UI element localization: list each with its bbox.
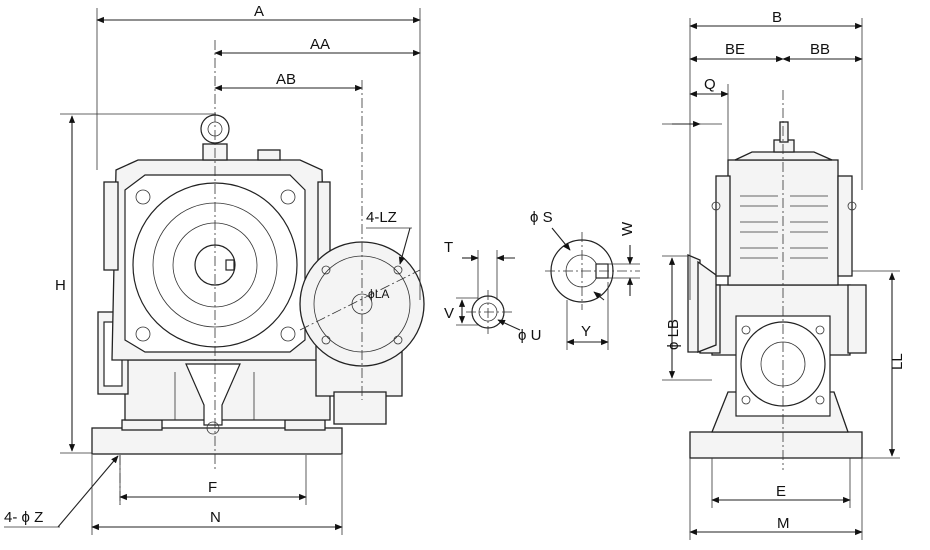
dim-LZ: 4-LZ <box>366 209 397 226</box>
dim-W: W <box>619 221 636 236</box>
dim-B: B <box>772 9 782 26</box>
dim-Y: Y <box>581 323 591 340</box>
dim-BE: BE <box>725 41 745 58</box>
shaft-detail-small: T V ϕ U <box>444 239 541 344</box>
dim-T: T <box>444 239 453 256</box>
side-dimensions: B BE BB Q ϕ LB LL E M <box>662 9 906 540</box>
dim-Q: Q <box>704 76 716 93</box>
dim-F: F <box>208 479 217 496</box>
dim-LL: LL <box>889 353 906 370</box>
front-view <box>91 40 425 505</box>
side-view <box>687 90 867 470</box>
dim-LA: ϕLA <box>368 287 389 301</box>
dim-Z: 4- ϕ Z <box>4 509 43 526</box>
dim-N: N <box>210 509 221 526</box>
dim-M: M <box>777 515 790 532</box>
dim-S: ϕ S <box>530 209 553 226</box>
dim-A: A <box>254 3 264 20</box>
dim-E: E <box>776 483 786 500</box>
dim-AA: AA <box>310 36 330 53</box>
dim-H: H <box>55 277 66 294</box>
dim-BB: BB <box>810 41 830 58</box>
dim-U: ϕ U <box>518 327 541 344</box>
dim-AB: AB <box>276 71 296 88</box>
dim-V: V <box>444 305 454 322</box>
shaft-detail-large: ϕ S W Y <box>530 209 640 350</box>
dim-LB: ϕ LB <box>665 319 682 350</box>
front-dimensions: A AA AB H 4-LZ ϕLA F N 4- ϕ Z <box>4 3 421 535</box>
